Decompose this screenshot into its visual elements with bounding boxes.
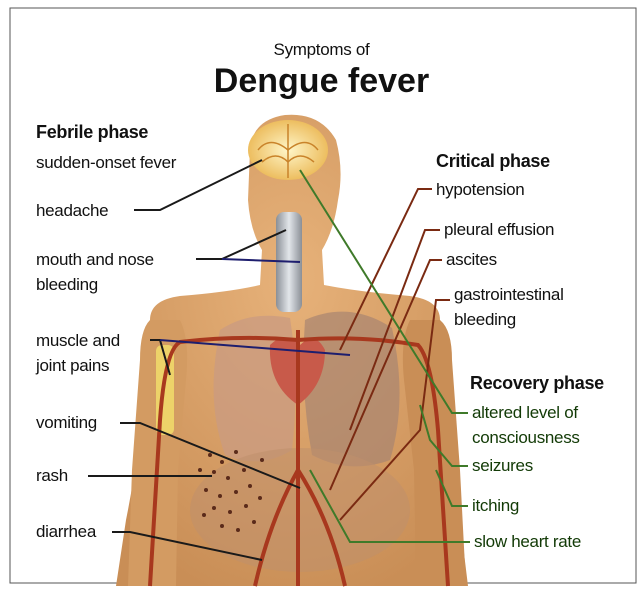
label-vomiting: vomiting [36,413,97,433]
label-pleural-effusion: pleural effusion [444,220,554,240]
label-slow-heart-rate: slow heart rate [474,532,581,552]
label-bleeding-febrile: bleeding [36,275,98,295]
label-bleeding-critical: bleeding [454,310,516,330]
label-gastrointestinal: gastrointestinal [454,285,564,305]
febrile-phase-heading: Febrile phase [36,122,148,143]
diagram-subtitle: Symptoms of [0,40,643,60]
label-rash: rash [36,466,68,486]
label-altered-level-of: altered level of [472,403,578,423]
label-itching: itching [472,496,519,516]
label-seizures: seizures [472,456,533,476]
diagram-title: Dengue fever [0,62,643,101]
label-joint-pains: joint pains [36,356,109,376]
label-mouth-and-nose: mouth and nose [36,250,154,270]
label-consciousness: consciousness [472,428,580,448]
label-headache: headache [36,201,108,221]
recovery-phase-heading: Recovery phase [470,373,604,394]
label-ascites: ascites [446,250,497,270]
label-muscle-and: muscle and [36,331,120,351]
label-diarrhea: diarrhea [36,522,96,542]
label-hypotension: hypotension [436,180,524,200]
label-sudden-onset-fever: sudden-onset fever [36,153,176,173]
critical-phase-heading: Critical phase [436,151,550,172]
